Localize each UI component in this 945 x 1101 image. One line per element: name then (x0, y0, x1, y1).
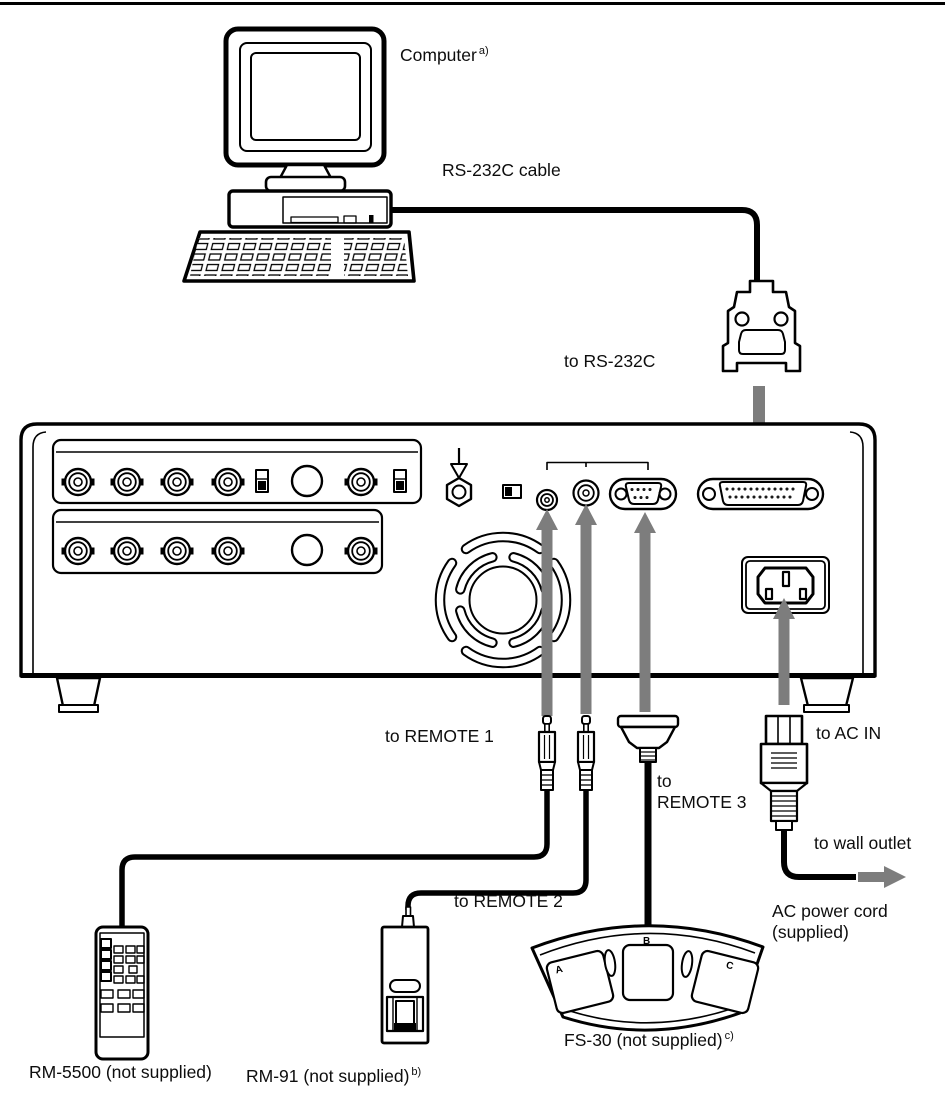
panel-inner-line-right (849, 431, 864, 674)
fs30-slot (680, 950, 694, 978)
fs30-pedal-a-label: A (554, 964, 564, 976)
fs30-pedal-b (621, 943, 675, 1002)
fs30-footnote: c) (724, 1030, 734, 1042)
round-connector (290, 464, 324, 498)
panel-foot-right (799, 676, 855, 708)
cpu-led (369, 215, 374, 223)
remote2-jack-hole (582, 489, 590, 497)
fs30-label-text: FS-30 (not supplied) (564, 1029, 723, 1050)
connector-screw (734, 311, 750, 327)
computer-label-text: Computer (400, 44, 477, 65)
device-rear-panel (19, 422, 877, 713)
ground-nut-hole (451, 484, 467, 500)
fs30-pedal-b-label: B (643, 936, 650, 947)
remote2-jack-ring (577, 484, 595, 502)
remote-group-bracket (546, 461, 649, 470)
computer-footnote: a) (478, 45, 489, 57)
rs232c-cable-label: RS-232C cable (442, 160, 561, 180)
to-remote3-line1: to (657, 771, 672, 791)
panel-foot-right-base (803, 704, 850, 713)
remote1-jack (535, 488, 559, 512)
ac-pin-slot (798, 587, 808, 601)
keyboard-keys (190, 238, 408, 276)
connector-screw (805, 487, 819, 501)
rs232c-connector (721, 279, 802, 373)
rs232c-dsub25-port (696, 477, 825, 511)
round-connector (290, 533, 324, 567)
connector-screw (702, 487, 716, 501)
ground-nut (445, 476, 473, 508)
fs30-pedal-a (545, 949, 615, 1015)
rm91-footnote: b) (411, 1066, 422, 1078)
to-remote1-label: to REMOTE 1 (385, 726, 494, 746)
toggle-switch (393, 469, 407, 493)
rm5500-remote (94, 925, 150, 1061)
ac-pin-slot (781, 570, 791, 588)
rm91-remote (380, 906, 430, 1045)
rm91-plug-tip (405, 906, 412, 917)
remote2-cable (405, 789, 589, 910)
remote3-dsub9-port (608, 477, 678, 511)
page-top-rule (0, 2, 945, 5)
rm91-plug (401, 915, 415, 928)
fs30-connector (616, 714, 680, 763)
arrow-up-remote1-icon (536, 509, 558, 716)
panel-inner-line-left (32, 431, 47, 674)
arrow-right-icon (858, 866, 906, 888)
rm91-label: RM-91 (not supplied)b) (246, 1062, 421, 1087)
minijack-plug-remote2 (576, 714, 596, 792)
connector-screw (614, 487, 628, 501)
rs232c-cable-line (390, 207, 760, 282)
ac-power-cord-line2: (supplied) (772, 922, 849, 942)
fs30-foot-switch: A B C (530, 924, 765, 1032)
toggle-switch (255, 469, 269, 493)
to-remote3-line2: REMOTE 3 (657, 792, 747, 812)
panel-foot-left (55, 676, 102, 708)
minijack-plug-remote1 (537, 714, 557, 792)
ac-power-cord-label: AC power cord (supplied) (772, 901, 888, 943)
cpu-button (343, 215, 357, 224)
connector-dface (738, 329, 786, 355)
fs30-pedal-c (690, 949, 760, 1015)
computer-illustration (182, 26, 416, 283)
to-remote2-label: to REMOTE 2 (454, 891, 563, 911)
fs30-slot (603, 949, 617, 977)
panel-foot-left-base (58, 704, 99, 713)
ac-plug (759, 714, 809, 831)
monitor-base (264, 175, 347, 193)
remote1-jack-hole (544, 497, 550, 503)
rm5500-label: RM-5500 (not supplied) (29, 1062, 212, 1082)
computer-screen (250, 52, 361, 141)
arrow-up-remote3-icon (634, 512, 656, 712)
fs30-pedal-c-label: C (725, 960, 735, 972)
remote1-jack-ring (540, 493, 554, 507)
ac-inlet (741, 556, 830, 614)
arrow-up-remote2-icon (575, 504, 597, 714)
slide-switch (502, 484, 522, 499)
keyboard-gap (331, 237, 344, 277)
ground-terminal (445, 448, 473, 508)
ac-pin-slot (764, 587, 774, 601)
rm91-button-frame (385, 995, 425, 1033)
rm91-button-bar (394, 1023, 416, 1030)
ground-arrow-head (450, 463, 468, 479)
remote1-cable (119, 789, 550, 926)
rm91-pill-button (389, 979, 421, 993)
fs30-label: FS-30 (not supplied)c) (564, 1026, 734, 1051)
remote2-jack (572, 479, 600, 507)
ac-power-cord-line1: AC power cord (772, 901, 888, 921)
floppy-slot (290, 216, 339, 224)
rm91-label-text: RM-91 (not supplied) (246, 1065, 410, 1086)
to-remote3-label: to REMOTE 3 (657, 771, 746, 813)
connector-screw (773, 311, 789, 327)
to-wall-outlet-label: to wall outlet (814, 833, 912, 853)
to-rs232c-label: to RS-232C (564, 351, 656, 371)
to-ac-in-label: to AC IN (816, 723, 882, 743)
arrow-up-ac-icon (773, 598, 795, 705)
ac-cord-cable (781, 830, 856, 880)
